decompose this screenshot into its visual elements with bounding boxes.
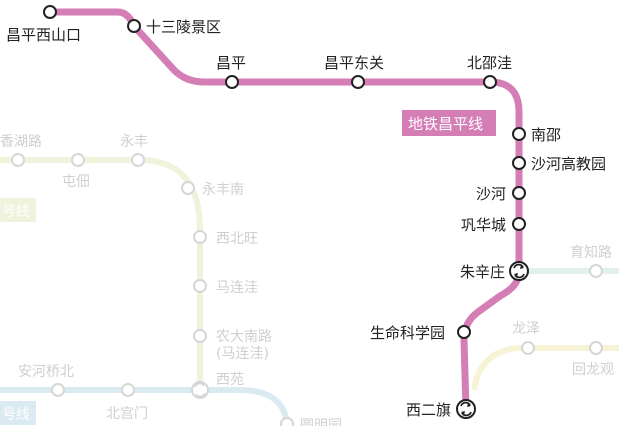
faded-line-badge-1-text: 号线 [2, 204, 30, 220]
station-changping-dongguan[interactable] [351, 75, 365, 89]
line-badge-text: 地铁昌平线 [408, 115, 483, 133]
faded-label-tuntian: 屯佃 [62, 174, 90, 190]
faded-station-nongda [193, 329, 207, 343]
faded-station-malianwa [193, 279, 207, 293]
faded-line-badge-2 [0, 401, 36, 425]
station-ming-tombs[interactable] [127, 19, 141, 33]
station-shahe[interactable] [512, 186, 526, 200]
faded-label-nongda-sub: (马连洼) [216, 346, 269, 362]
faded-label-yongfeng: 永丰 [120, 134, 148, 150]
station-shahe-univ-park[interactable] [512, 156, 526, 170]
station-gonghuacheng[interactable] [512, 217, 526, 231]
faded-label-yongfeng-nan: 永丰南 [202, 182, 244, 198]
label-nanshao: 南邵 [531, 126, 561, 144]
transfer-arrows-icon [460, 401, 472, 417]
faded-station-beigongmen [121, 383, 135, 397]
faded-label-anhe: 安河桥北 [18, 364, 74, 380]
faded-label-longze: 龙泽 [512, 321, 540, 337]
faded-label-xibeiwang: 西北旺 [216, 231, 258, 247]
faded-label-huilongguan: 回龙观 [572, 362, 614, 378]
faded-transfer-xiyuan [194, 382, 206, 398]
faded-station-anhe [51, 383, 65, 397]
station-life-science-park[interactable] [457, 325, 471, 339]
faded-station-xianghulu [11, 153, 25, 167]
faded-label-yuzhilu: 育知路 [570, 244, 612, 261]
changping-line-path [46, 8, 523, 414]
station-changping-xishankou[interactable] [43, 5, 57, 19]
changping-stations [43, 5, 526, 339]
label-beishaowa: 北邵洼 [467, 54, 512, 72]
faded-station-yongfeng [131, 153, 145, 167]
faded-line-16-green [0, 157, 203, 385]
faded-station-yuanmingyuan [280, 417, 294, 426]
faded-line-8-yellow [471, 345, 619, 391]
label-changping: 昌平 [216, 54, 246, 72]
label-changping-dongguan: 昌平东关 [324, 54, 384, 72]
line-badge [402, 110, 496, 136]
faded-label-beigongmen: 北宫门 [106, 406, 148, 422]
transfer-station-zhuxinzhuang[interactable] [509, 261, 529, 281]
station-changping[interactable] [225, 75, 239, 89]
faded-line-badge-1 [0, 198, 36, 222]
faded-label-nongda: 农大南路 [216, 329, 272, 345]
label-gonghuacheng: 巩华城 [461, 216, 506, 234]
label-changping-xishankou: 昌平西山口 [6, 26, 81, 44]
faded-station-tuntian [71, 153, 85, 167]
faded-station-huilongguan [589, 341, 603, 355]
faded-station-longze [521, 341, 535, 355]
faded-label-malianwa: 马连洼 [216, 280, 258, 296]
faded-line-badge-2-text: 号线 [2, 407, 30, 423]
label-zhuxinzhuang: 朱辛庄 [460, 263, 505, 281]
label-shahe: 沙河 [476, 185, 506, 203]
label-life-science-park: 生命科学园 [370, 324, 445, 342]
faded-label-xianghulu: 香湖路 [0, 134, 42, 150]
label-shahe-univ-park: 沙河高教园 [531, 155, 606, 173]
label-xierqi: 西二旗 [406, 401, 451, 419]
label-ming-tombs: 十三陵景区 [146, 18, 221, 36]
faded-station-yuzhilu [589, 264, 603, 278]
station-beishaowa[interactable] [483, 75, 497, 89]
faded-station-yongfeng-nan [181, 181, 195, 195]
faded-label-xiyuan: 西苑 [216, 372, 244, 388]
faded-station-xibeiwang [193, 230, 207, 244]
station-nanshao[interactable] [512, 127, 526, 141]
transfer-station-xierqi[interactable] [456, 399, 476, 419]
transfer-arrows-icon [513, 263, 525, 279]
faded-label-yuanmingyuan: 圆明园 [300, 418, 342, 426]
